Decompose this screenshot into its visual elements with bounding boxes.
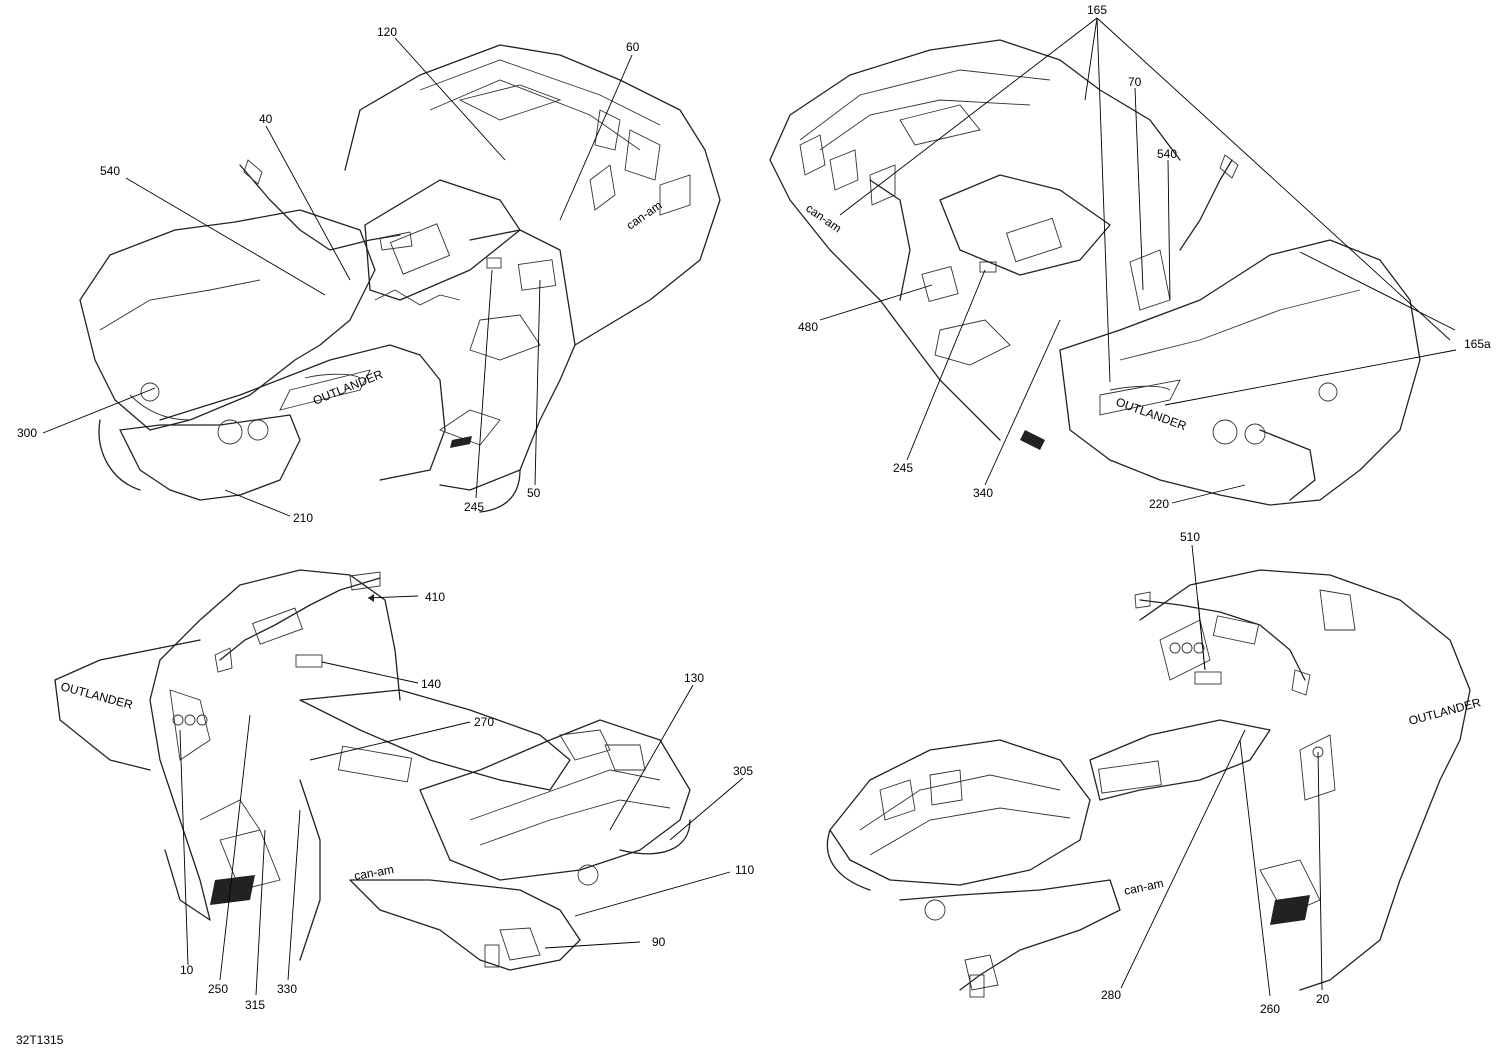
callout-130: 130: [684, 671, 704, 685]
callout-315: 315: [245, 998, 265, 1012]
callout-540-a: 540: [100, 164, 120, 178]
callout-540-b: 540: [1157, 147, 1177, 161]
callout-260: 260: [1260, 1002, 1280, 1016]
callout-410: 410: [425, 590, 445, 604]
callout-20: 20: [1316, 992, 1330, 1006]
atv-view-front-left: can-am OUTLANDER: [79, 44, 721, 513]
callout-280: 280: [1101, 988, 1121, 1002]
callout-245-a: 245: [464, 500, 484, 514]
callout-10: 10: [180, 963, 194, 977]
callout-330: 330: [277, 982, 297, 996]
callout-120: 120: [377, 25, 397, 39]
callout-140: 140: [421, 677, 441, 691]
callout-305: 305: [733, 764, 753, 778]
callout-210: 210: [293, 511, 313, 525]
decal-model-v1: OUTLANDER: [311, 367, 385, 408]
callout-110: 110: [735, 863, 754, 877]
callout-340: 340: [973, 486, 993, 500]
atv-view-front-right: can-am OUTLANDER: [769, 39, 1421, 506]
callout-220: 220: [1149, 497, 1169, 511]
drawing-reference-code: 32T1315: [16, 1033, 64, 1047]
leader-lines: [42, 17, 1457, 997]
callout-labels: 120 60 40 540 300 210 245 50 165 70 540 …: [16, 3, 1491, 1047]
decal-model-v4: OUTLANDER: [1407, 695, 1482, 728]
callout-70: 70: [1128, 75, 1142, 89]
decal-brand-v4: can-am: [1123, 876, 1165, 898]
callout-40: 40: [259, 112, 273, 126]
decal-model-v3: OUTLANDER: [59, 679, 134, 712]
decal-brand-v2: can-am: [803, 201, 844, 235]
callout-300: 300: [17, 426, 37, 440]
callout-165a: 165a: [1464, 337, 1491, 351]
decal-model-v2: OUTLANDER: [1114, 395, 1189, 434]
callout-245-b: 245: [893, 461, 913, 475]
callout-165: 165: [1087, 3, 1107, 17]
callout-270: 270: [474, 715, 494, 729]
callout-250: 250: [208, 982, 228, 996]
callout-50: 50: [527, 486, 541, 500]
callout-60: 60: [626, 40, 640, 54]
atv-view-rear-right: can-am OUTLANDER: [826, 569, 1483, 998]
decal-brand-v1: can-am: [624, 198, 665, 232]
callout-510: 510: [1180, 530, 1200, 544]
callout-480: 480: [798, 320, 818, 334]
callout-90: 90: [652, 935, 666, 949]
decal-brand-v3: can-am: [353, 862, 395, 883]
